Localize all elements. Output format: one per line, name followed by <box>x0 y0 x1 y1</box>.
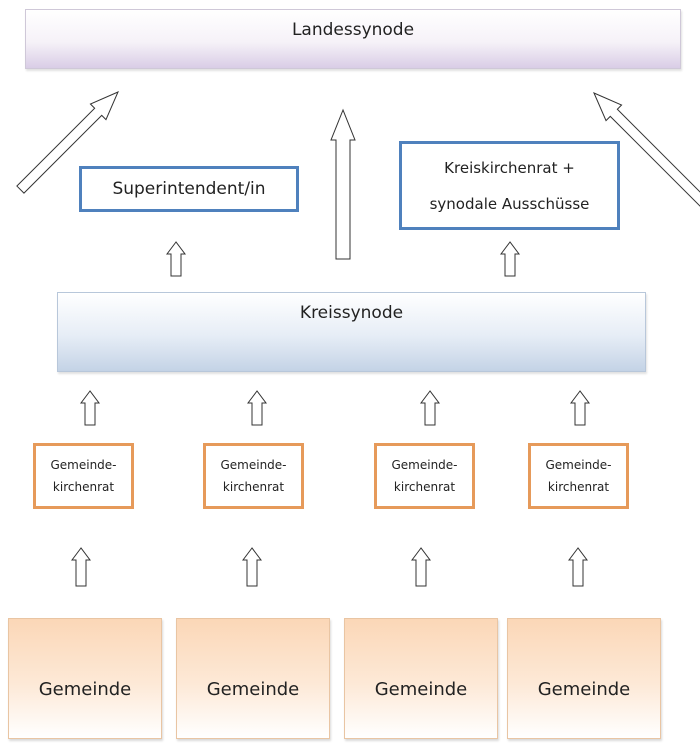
arrow-gkr-3-up <box>420 390 440 426</box>
gemeinde-label: Gemeinde <box>537 679 631 700</box>
arrow-gem-1-up <box>71 547 91 587</box>
arrow-gkr-2-up <box>247 390 267 426</box>
arrow-gem-4-up <box>568 547 588 587</box>
kreiskirchenrat-box: Kreiskirchenrat + synodale Ausschüsse <box>399 141 620 230</box>
arrow-diagonal-right <box>593 92 700 208</box>
superintendent-box: Superintendent/in <box>79 166 299 212</box>
gemeinde-box-2: Gemeinde <box>176 618 330 739</box>
gemeindekirchenrat-box-2: Gemeinde- kirchenrat <box>203 443 304 509</box>
gemeinde-box-4: Gemeinde <box>507 618 661 739</box>
superintendent-label: Superintendent/in <box>112 179 266 199</box>
gemeindekirchenrat-line2: kirchenrat <box>222 480 285 494</box>
arrow-gem-2-up <box>242 547 262 587</box>
arrow-diagonal-left <box>16 91 119 194</box>
gemeindekirchenrat-line1: Gemeinde- <box>220 458 287 472</box>
gemeindekirchenrat-box-3: Gemeinde- kirchenrat <box>374 443 475 509</box>
arrow-gkr-1-up <box>80 390 100 426</box>
gemeindekirchenrat-box-4: Gemeinde- kirchenrat <box>528 443 629 509</box>
arrow-gem-3-up <box>411 547 431 587</box>
gemeinde-box-3: Gemeinde <box>344 618 498 739</box>
gemeinde-label: Gemeinde <box>38 679 132 700</box>
arrow-center-up <box>330 108 356 260</box>
gemeindekirchenrat-line2: kirchenrat <box>547 480 610 494</box>
landessynode-label: Landessynode <box>291 20 415 40</box>
arrow-to-kreiskirchenrat <box>500 241 520 277</box>
gemeinde-label: Gemeinde <box>374 679 468 700</box>
landessynode-box: Landessynode <box>25 9 681 69</box>
kreiskirchenrat-label-line1: Kreiskirchenrat + <box>444 158 575 177</box>
gemeindekirchenrat-box-1: Gemeinde- kirchenrat <box>33 443 134 509</box>
gemeindekirchenrat-line1: Gemeinde- <box>391 458 458 472</box>
kreiskirchenrat-label-line2: synodale Ausschüsse <box>429 194 590 213</box>
arrow-gkr-4-up <box>570 390 590 426</box>
gemeinde-label: Gemeinde <box>206 679 300 700</box>
kreissynode-box: Kreissynode <box>57 292 646 372</box>
arrow-to-superintendent <box>166 241 186 277</box>
gemeindekirchenrat-line2: kirchenrat <box>52 480 115 494</box>
gemeindekirchenrat-line2: kirchenrat <box>393 480 456 494</box>
gemeindekirchenrat-line1: Gemeinde- <box>50 458 117 472</box>
gemeindekirchenrat-line1: Gemeinde- <box>545 458 612 472</box>
gemeinde-box-1: Gemeinde <box>8 618 162 739</box>
kreissynode-label: Kreissynode <box>299 303 404 323</box>
